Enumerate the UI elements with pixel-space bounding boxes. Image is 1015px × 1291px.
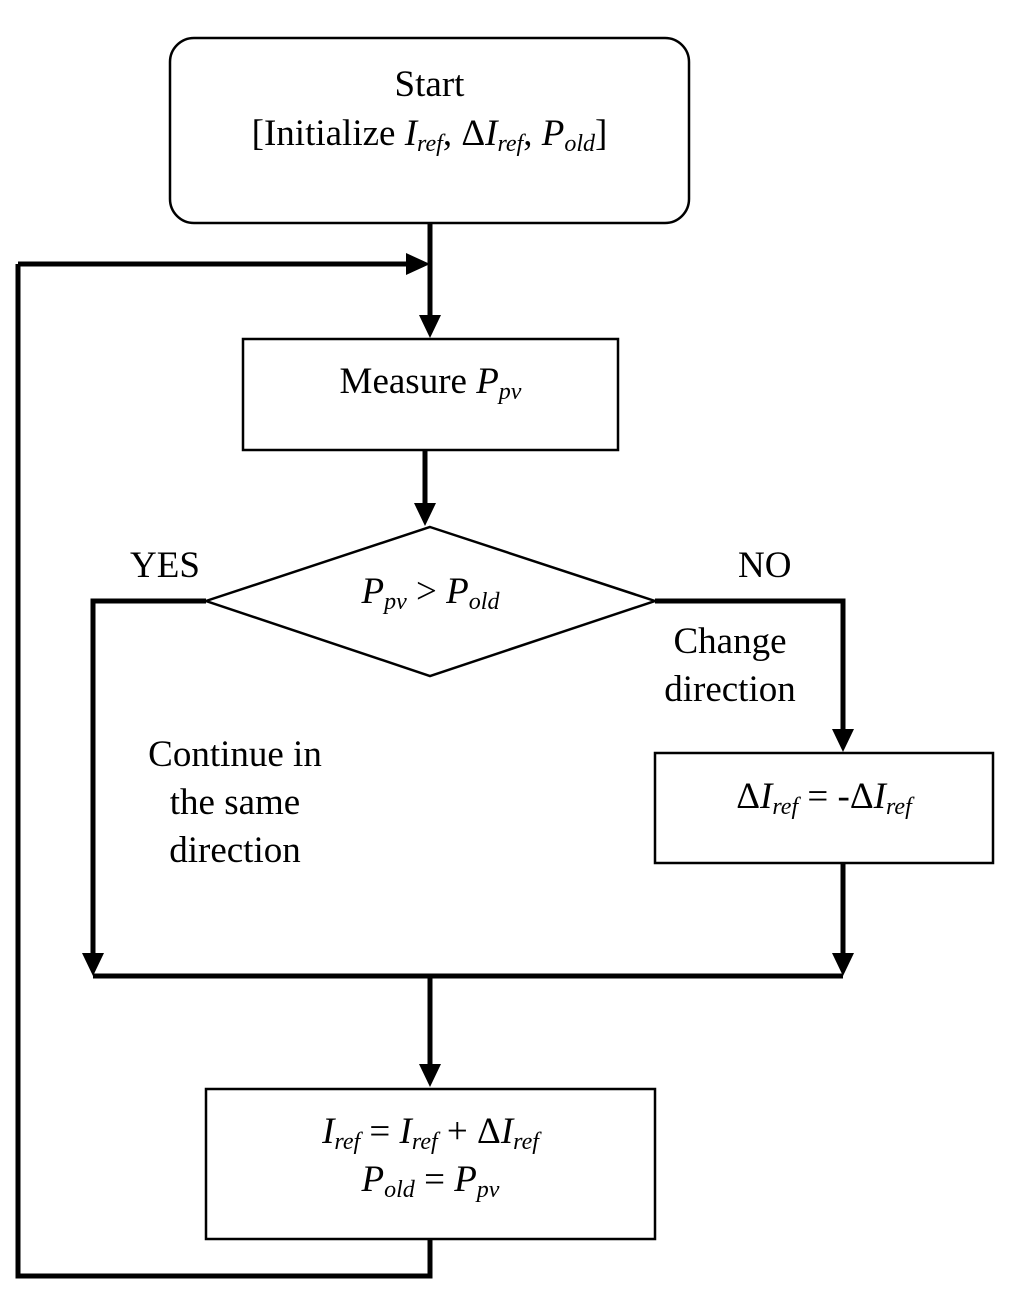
- continue-note-line-3: direction: [169, 830, 301, 871]
- var-i: I: [404, 113, 418, 154]
- delta: Δ: [736, 776, 761, 817]
- var-i: I: [500, 1111, 514, 1152]
- var-p: P: [446, 571, 469, 612]
- update-line-1: Iref = Iref + ΔIref: [206, 1110, 655, 1157]
- sub-ref: ref: [513, 1129, 539, 1155]
- var-i: I: [399, 1111, 412, 1152]
- start-label: Start: [170, 63, 689, 107]
- sub-pv: pv: [476, 1177, 500, 1203]
- arrowhead-invert: [832, 729, 854, 752]
- sub-ref: ref: [411, 1129, 438, 1155]
- sub-pv: pv: [498, 379, 522, 405]
- invert-label: ΔIref = -ΔIref: [655, 775, 993, 822]
- decision-label: Ppv > Pold: [206, 570, 655, 617]
- delta: Δ: [849, 776, 874, 817]
- sub-old: old: [384, 1177, 415, 1203]
- operator-eq: =: [360, 1111, 400, 1152]
- delta: Δ: [477, 1111, 501, 1152]
- sub-ref: ref: [417, 131, 443, 157]
- continue-note: Continue in the same direction: [115, 731, 355, 875]
- continue-note-line-1: Continue in: [148, 734, 322, 775]
- arrowhead-yes-merge: [82, 953, 104, 976]
- operator-plus: +: [437, 1111, 478, 1152]
- sep: ,: [442, 113, 462, 154]
- no-label: NO: [738, 545, 792, 586]
- change-note-line-2: direction: [664, 669, 796, 710]
- start-title: Start: [394, 64, 465, 105]
- loop-back-line: [15, 264, 433, 1279]
- var-i: I: [485, 113, 498, 154]
- var-p: P: [541, 113, 565, 154]
- initialize-label: [Initialize Iref, ΔIref, Pold]: [170, 112, 689, 159]
- measure-text: Measure: [339, 361, 477, 402]
- sub-ref: ref: [772, 794, 799, 820]
- no-branch-line: [655, 598, 846, 731]
- arrowhead-measure: [419, 315, 441, 338]
- update-line-2: Pold = Ppv: [206, 1158, 655, 1205]
- operator-eq: =: [414, 1159, 455, 1200]
- update-box: [204, 1087, 657, 1241]
- initialize-text: [Initialize: [251, 113, 405, 154]
- sub-old: old: [564, 131, 596, 157]
- invert-box: [653, 751, 995, 865]
- change-direction-note: Change direction: [640, 618, 820, 714]
- bracket-close: ]: [595, 113, 608, 154]
- operator-eq-neg: = -: [798, 776, 850, 817]
- sep: ,: [523, 113, 542, 154]
- var-p: P: [454, 1159, 477, 1200]
- measure-box: [241, 337, 620, 452]
- sub-pv: pv: [384, 589, 407, 615]
- decision-diamond: [202, 525, 659, 678]
- var-i: I: [873, 776, 886, 817]
- var-p: P: [361, 1159, 385, 1200]
- arrowhead-update: [419, 1064, 441, 1087]
- operator-gt: >: [406, 571, 447, 612]
- arrowhead-loop-entry: [406, 253, 430, 275]
- var-i: I: [322, 1111, 335, 1152]
- sub-old: old: [468, 589, 500, 615]
- arrowhead-decision: [414, 503, 436, 526]
- sub-ref: ref: [497, 131, 524, 157]
- sub-ref: ref: [885, 794, 912, 820]
- delta: Δ: [461, 113, 486, 154]
- var-i: I: [760, 776, 773, 817]
- sub-ref: ref: [334, 1129, 361, 1155]
- yes-branch-line: [90, 598, 206, 955]
- arrowhead-no-merge: [832, 953, 854, 976]
- var-p: P: [476, 361, 499, 402]
- yes-label: YES: [130, 545, 200, 586]
- continue-note-line-2: the same: [169, 782, 301, 823]
- var-p: P: [361, 571, 385, 612]
- measure-label: Measure Ppv: [243, 360, 618, 407]
- change-note-line-1: Change: [673, 621, 787, 662]
